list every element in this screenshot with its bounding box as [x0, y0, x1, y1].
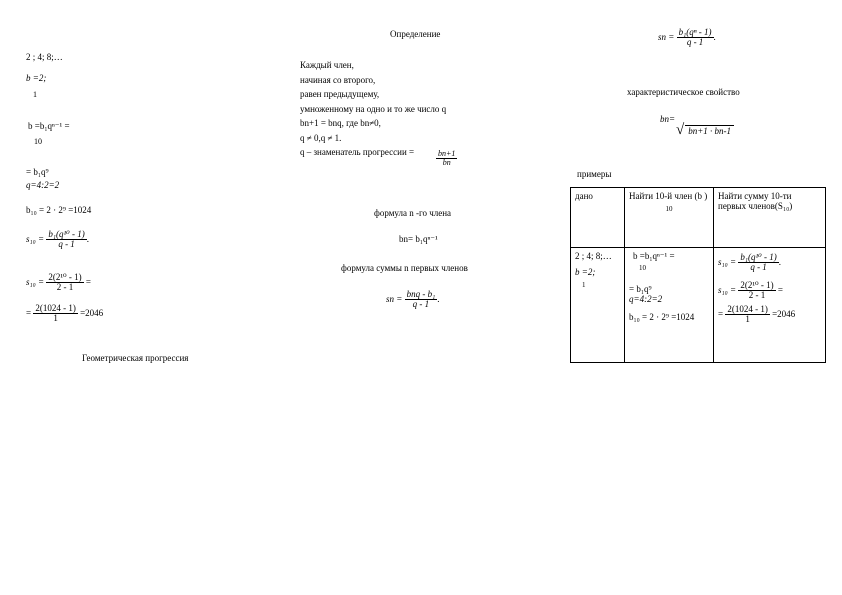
q-computation: q=4:2=2: [26, 180, 60, 190]
definition-line: bn+1 = bnq, где bn≠0,: [300, 118, 381, 128]
s10-substitution: s₁₀ = 2(2¹⁰ - 1)2 - 1 =: [26, 272, 91, 293]
ratio-denominator: bn: [442, 158, 451, 168]
sequence-text: 2 ; 4; 8;…: [26, 52, 63, 62]
sum-denominator: q - 1: [412, 299, 430, 310]
s10-final: = 2(1024 - 1)1 =2046: [26, 303, 104, 324]
header-subscript: 10: [665, 205, 673, 213]
definition-line: Каждый член,: [300, 60, 354, 70]
b1-subscript: 1: [33, 90, 37, 99]
page-title: Геометрическая прогрессия: [82, 353, 189, 363]
cell-find-sum: s₁₀ = b₁(q¹⁰ - 1)q - 1. s₁₀ = 2(2¹⁰ - 1)…: [713, 247, 826, 363]
characteristic-lhs: bn=: [660, 114, 676, 124]
s10-result: =2046: [80, 308, 104, 318]
characteristic-label: характеристическое свойство: [627, 87, 740, 97]
s10-sub-numerator: 2(2¹⁰ - 1): [46, 272, 84, 284]
b10-result: b₁₀ = 2 · 2⁹ =1024: [26, 205, 92, 215]
b1-value: b =2;: [26, 73, 47, 83]
characteristic-root: √bn+1 · bn-1: [676, 122, 735, 139]
s10-numerator: b₁(q¹⁰ - 1): [46, 229, 87, 241]
characteristic-formula: bn=: [660, 114, 675, 124]
top-sum-lhs: sn =: [658, 32, 675, 42]
definition-line: равен предыдущему,: [300, 89, 380, 99]
s10-final-numerator: 2(1024 - 1): [33, 303, 78, 315]
definition-block: Каждый член, начиная со второго, равен п…: [300, 58, 446, 160]
characteristic-radicand: bn+1 · bn-1: [685, 125, 735, 136]
definition-line: q – знаменатель прогрессии =: [300, 147, 415, 157]
s10-lhs: s₁₀ =: [26, 234, 45, 244]
cell-find-term: b =b₁qⁿ⁻¹ = 10 = b₁q⁹ q=4:2=2 b₁₀ = 2 · …: [624, 247, 714, 363]
s10-sub-denominator: 2 - 1: [56, 282, 74, 293]
header-find-term: Найти 10-й член (b ) 10: [624, 187, 714, 248]
table-row: 2 ; 4; 8;… b =2; 1 b =b₁qⁿ⁻¹ = 10 = b₁q⁹…: [570, 247, 826, 363]
nth-term-label: формула n -го члена: [374, 208, 452, 218]
sum-lhs: sn =: [386, 294, 403, 304]
examples-label: примеры: [577, 169, 612, 179]
s10-formula: s₁₀ = b₁(q¹⁰ - 1)q - 1.: [26, 229, 90, 250]
ratio-numerator: bn+1: [436, 149, 458, 160]
b10-formula: b =b₁qⁿ⁻¹ =: [28, 121, 70, 131]
header-find-sum: Найти сумму 10-ти первых членов(S₁₀): [713, 187, 826, 248]
top-sum-numerator: b₁(qⁿ - 1): [676, 27, 714, 39]
definition-heading: Определение: [390, 29, 441, 39]
definition-line: q ≠ 0,q ≠ 1.: [300, 132, 342, 143]
sqrt-icon: √: [676, 122, 685, 138]
table-header-row: дано Найти 10-й член (b ) 10 Найти сумму…: [570, 187, 826, 248]
definition-line: начиная со второго,: [300, 74, 376, 85]
definition-line: умноженному на одно и то же число q: [300, 103, 447, 114]
nth-term-formula: bn= b₁qⁿ⁻¹: [399, 234, 438, 244]
b10-expression: = b₁q⁹: [26, 167, 49, 177]
header-given: дано: [570, 187, 625, 248]
cell-given: 2 ; 4; 8;… b =2; 1: [570, 247, 625, 363]
b10-subscript: 10: [34, 137, 42, 146]
top-sum-formula: sn = b₁(qⁿ - 1)q - 1.: [658, 27, 716, 48]
sum-numerator: bnq - b₁: [404, 289, 438, 301]
s10-denominator: q - 1: [58, 239, 75, 250]
examples-table: дано Найти 10-й член (b ) 10 Найти сумму…: [570, 187, 826, 363]
sum-label: формула суммы n первых членов: [341, 263, 468, 273]
top-sum-denominator: q - 1: [686, 37, 704, 48]
s10-final-denominator: 1: [53, 313, 58, 324]
